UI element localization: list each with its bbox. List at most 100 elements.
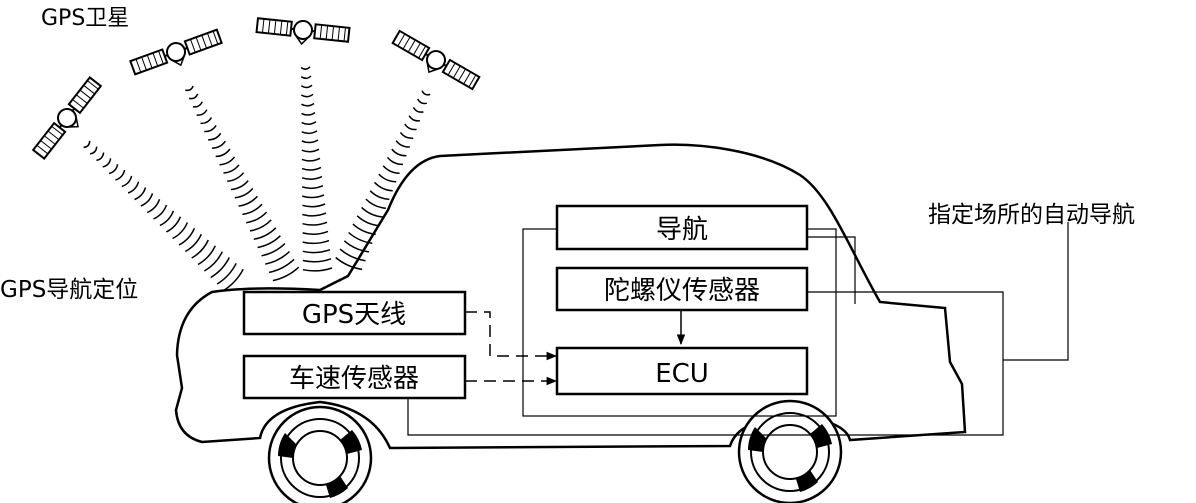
signal-wave-stroke <box>301 175 323 180</box>
signal-wave-stroke <box>246 211 268 224</box>
signal-wave-stroke <box>249 219 272 232</box>
signal-wave-stroke <box>352 223 376 236</box>
signal-wave-stroke <box>115 169 126 181</box>
signal-wave-stroke <box>178 227 196 246</box>
navigation-box: 导航 <box>555 204 809 251</box>
signal-wave-stroke <box>216 262 237 285</box>
signal-wave-stroke <box>204 124 217 133</box>
signal-wave-stroke <box>153 204 168 220</box>
signal-wave-stroke <box>223 268 244 292</box>
signal-wave-stroke <box>146 198 161 214</box>
signal-wave-stroke <box>412 106 424 113</box>
signal-wave-stroke <box>302 267 333 272</box>
satellite-icon <box>254 15 351 50</box>
signal-wave-stroke <box>192 101 203 108</box>
ecu-box: ECU <box>555 346 809 396</box>
signal-wave-stroke <box>140 193 154 207</box>
speed-sensor-box: 车速传感器 <box>242 354 467 400</box>
signal-wave-stroke <box>339 248 366 262</box>
navigation-label: 导航 <box>656 215 708 245</box>
satellites-label: GPS卫星 <box>41 6 129 31</box>
auto-navigation-label: 指定场所的自动导航 <box>928 202 1135 228</box>
speed-sensor-label: 车速传感器 <box>289 364 419 394</box>
signal-wave-stroke <box>301 111 316 116</box>
signal-wave-stroke <box>227 172 245 182</box>
signal-wave-stroke <box>172 222 189 240</box>
signal-wave-stroke <box>301 166 322 171</box>
signal-wave-stroke <box>234 187 254 199</box>
signal-wave-stroke <box>365 198 386 209</box>
gps-antenna-label: GPS天线 <box>302 300 406 330</box>
gyro-sensor-label: 陀螺仪传感器 <box>604 276 760 306</box>
signal-wave-stroke <box>399 131 414 140</box>
signal-wave-stroke <box>253 227 277 240</box>
signal-wave-stroke <box>127 181 140 194</box>
signal-wave-stroke <box>302 221 328 226</box>
signal-wave-stroke <box>272 266 300 282</box>
signal-wave-stroke <box>301 102 315 107</box>
signal-wave-stroke <box>302 203 326 208</box>
signal-wave-stroke <box>134 187 147 201</box>
signal-wave-stroke <box>404 123 417 131</box>
signal-wave-stroke <box>369 190 390 201</box>
signal-wave-stroke <box>382 165 400 174</box>
signal-wave-stroke <box>242 203 263 216</box>
signal-wave-stroke <box>356 215 380 227</box>
signal-wave-stroke <box>391 148 407 157</box>
front-wheel <box>737 399 843 503</box>
signal-wave-stroke <box>102 158 112 168</box>
signal-wave-stroke <box>421 90 431 96</box>
signal-wave-stroke <box>210 257 230 279</box>
signal-wave-stroke <box>261 243 286 257</box>
signal-wave-stroke <box>238 195 258 207</box>
signal-wave-stroke <box>191 239 209 259</box>
signal-wave-stroke <box>301 139 319 144</box>
signal-wave-stroke <box>408 115 421 122</box>
signal-wave-stroke <box>197 245 216 266</box>
signal-wave-stroke <box>108 164 119 175</box>
signal-wave-stroke <box>121 175 133 188</box>
signal-wave-stroke <box>196 109 208 116</box>
signal-wave-stroke <box>300 93 314 98</box>
signal-wave-stroke <box>361 206 383 218</box>
gps-positioning-label: GPS导航定位 <box>0 277 138 303</box>
rear-wheel <box>267 405 373 503</box>
signal-wave-stroke <box>208 132 222 141</box>
signal-waves <box>83 66 431 292</box>
signal-wave-stroke <box>257 235 281 249</box>
signal-wave-stroke <box>302 248 331 254</box>
ecu-label: ECU <box>655 359 709 389</box>
signal-wave-stroke <box>230 180 249 191</box>
signal-wave-stroke <box>96 152 105 162</box>
signal-wave-stroke <box>165 216 182 233</box>
signal-wave-stroke <box>185 85 194 92</box>
signal-wave-stroke <box>89 146 98 155</box>
signal-wave-stroke <box>302 258 332 263</box>
signal-wave-stroke <box>301 121 317 125</box>
signal-wave-stroke <box>300 66 311 70</box>
signal-wave-stroke <box>343 240 370 253</box>
signal-wave-stroke <box>159 210 175 227</box>
signal-wave-stroke <box>301 185 324 190</box>
signal-wave-stroke <box>395 140 410 148</box>
signal-wave-stroke <box>300 84 313 89</box>
gyro-sensor-box: 陀螺仪传感器 <box>555 266 809 312</box>
signal-wave-stroke <box>223 164 240 174</box>
satellite-icon <box>128 26 226 82</box>
signal-wave-stroke <box>301 157 321 162</box>
signal-wave-stroke <box>204 251 223 272</box>
signal-wave-stroke <box>215 148 231 158</box>
signal-wave-stroke <box>302 239 330 245</box>
signal-wave-stroke <box>188 93 199 100</box>
signal-wave-stroke <box>219 156 236 166</box>
signal-wave-stroke <box>335 256 363 271</box>
signal-wave-stroke <box>373 181 393 192</box>
satellite-icon <box>388 28 482 97</box>
signal-wave-stroke <box>302 212 327 217</box>
gps-antenna-box: GPS天线 <box>242 290 467 336</box>
signal-wave-stroke <box>211 140 226 149</box>
signal-wave-stroke <box>184 233 202 253</box>
signal-wave-stroke <box>265 250 291 265</box>
signal-wave-stroke <box>302 230 329 235</box>
